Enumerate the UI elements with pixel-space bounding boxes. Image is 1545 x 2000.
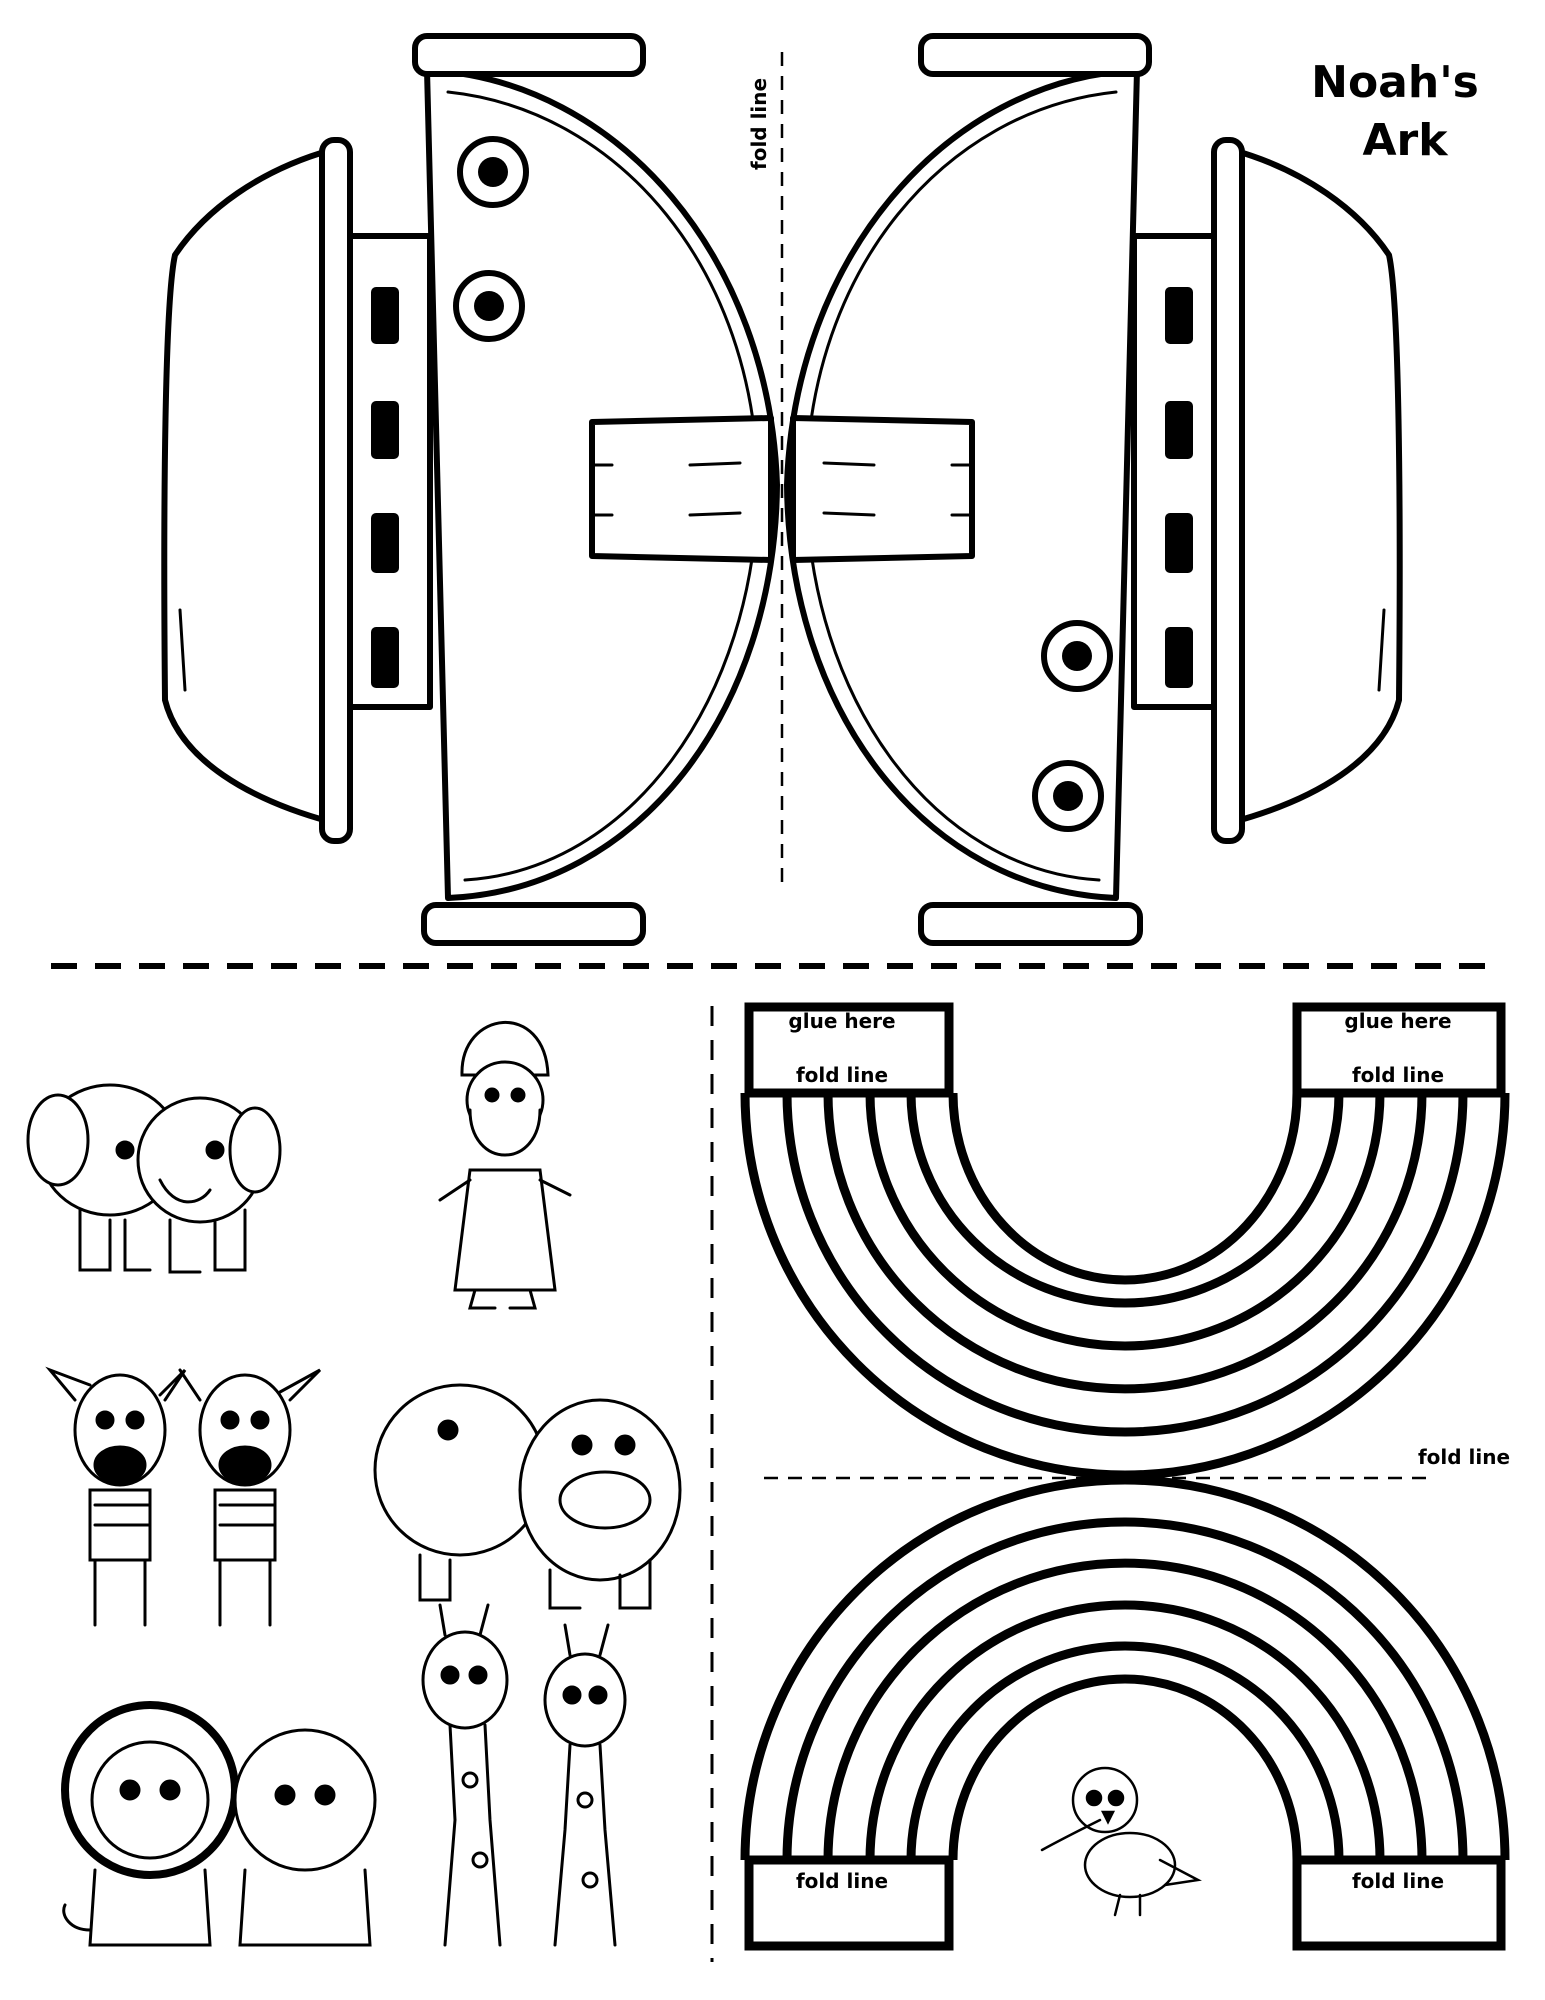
ark-plank xyxy=(589,415,774,563)
rainbow-top: glue here fold line glue here fold line xyxy=(740,1002,1510,1480)
ark-stern xyxy=(161,147,334,825)
lions-illustration xyxy=(61,1701,377,1947)
fold-label-bottom-left: fold line xyxy=(796,1869,888,1893)
hippos-illustration xyxy=(373,1383,682,1610)
title-line-1: Noah's xyxy=(1311,57,1479,108)
fold-tab-left xyxy=(744,1855,954,1951)
rainbow-bottom: fold line fold line xyxy=(740,1475,1510,1951)
fold-label-top-left: fold line xyxy=(796,1063,888,1087)
ark-left-half xyxy=(161,33,780,946)
fold-tab-right xyxy=(1292,1855,1506,1951)
zebras-illustration xyxy=(45,1366,322,1627)
title-line-2: Ark xyxy=(1362,115,1449,166)
ark-top-rail xyxy=(412,33,646,77)
porthole-icons xyxy=(453,136,1113,832)
fold-label-bottom-right: fold line xyxy=(1352,1869,1444,1893)
dove-illustration xyxy=(1040,1766,1202,1917)
ark-mast xyxy=(319,137,353,844)
elephants-illustration xyxy=(26,1083,282,1274)
glue-label-left: glue here xyxy=(788,1009,895,1033)
rainbow-middle-fold-label: fold line xyxy=(1418,1445,1510,1469)
glue-tab-right xyxy=(1292,1002,1506,1098)
glue-tab-left xyxy=(744,1002,954,1098)
glue-label-right: glue here xyxy=(1344,1009,1451,1033)
giraffes-illustration xyxy=(421,1603,627,1947)
fold-label-top-right: fold line xyxy=(1352,1063,1444,1087)
ark-fold-label: fold line xyxy=(747,78,771,170)
ark-bottom-rail xyxy=(421,902,646,946)
noah-illustration xyxy=(438,1021,572,1310)
